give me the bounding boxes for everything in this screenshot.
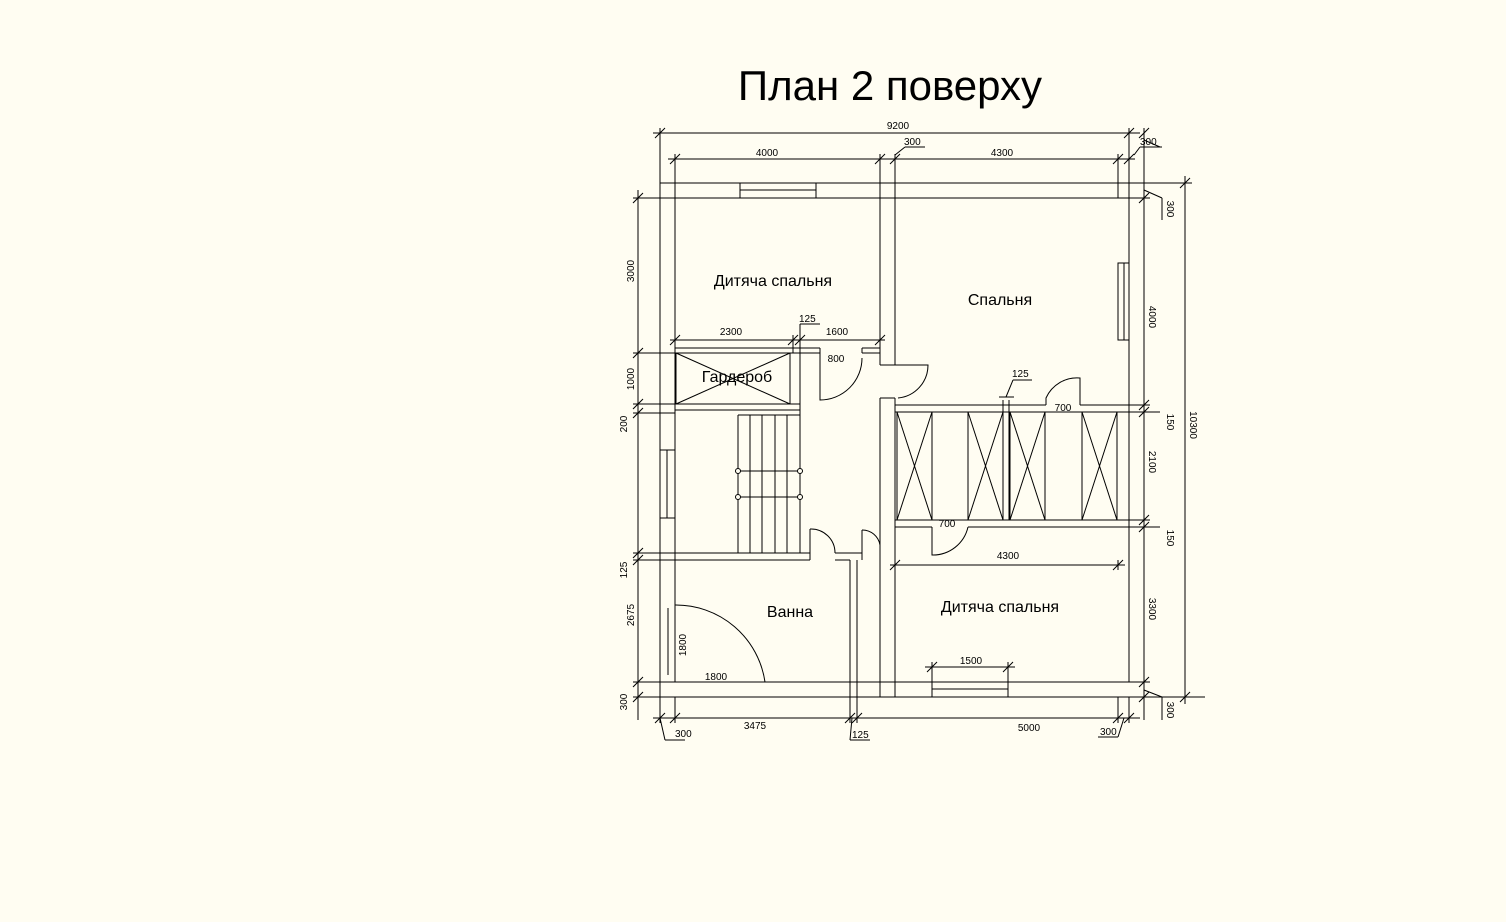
- interior-walls: [675, 198, 1129, 697]
- outer-walls: [659, 182, 1145, 698]
- dim-wardrobe-1600: 1600: [826, 327, 849, 338]
- dimension-lines: [632, 127, 1205, 741]
- dim-left-2675: 2675: [626, 603, 637, 626]
- dim-bath-1800-h: 1800: [705, 672, 728, 683]
- dimension-labels: 9200 300 4000 300 4300 2300 125 1600 800…: [619, 121, 1198, 741]
- dim-top-mid-wall: 300: [904, 137, 921, 148]
- dim-bottom-125: 125: [852, 730, 869, 741]
- room-label-kids-bedroom-top: Дитяча спальня: [714, 273, 832, 290]
- dim-top-left-room: 4000: [756, 148, 779, 159]
- dim-left-3000: 3000: [626, 259, 637, 282]
- dim-left-200: 200: [619, 415, 630, 432]
- dim-bottom-5000: 5000: [1018, 723, 1041, 734]
- room-label-kids-bedroom-bottom: Дитяча спальня: [941, 599, 1059, 616]
- dim-right-150-a: 150: [1164, 414, 1175, 431]
- dim-right-300-top: 300: [1164, 201, 1175, 218]
- dim-door-700-b: 700: [939, 519, 956, 530]
- dim-wall-125-mid: 125: [1012, 369, 1029, 380]
- doors: [674, 353, 1081, 683]
- dim-window-1500: 1500: [960, 656, 983, 667]
- dim-right-total: 10300: [1187, 411, 1198, 439]
- dim-left-1000: 1000: [626, 367, 637, 390]
- dim-right-3300: 3300: [1146, 598, 1157, 621]
- dim-bottom-room-4300: 4300: [997, 551, 1020, 562]
- plan-title: План 2 поверху: [737, 62, 1043, 109]
- dim-wardrobe-125: 125: [799, 314, 816, 325]
- dim-right-300-bottom: 300: [1164, 702, 1175, 719]
- room-label-wardrobe: Гардероб: [702, 369, 772, 386]
- room-label-bathroom: Ванна: [767, 604, 813, 621]
- dim-door-800: 800: [828, 354, 845, 365]
- dim-bottom-300-right: 300: [1100, 727, 1117, 738]
- dim-right-4000: 4000: [1146, 306, 1157, 329]
- dim-wardrobe-2300: 2300: [720, 327, 743, 338]
- dim-right-2100: 2100: [1146, 451, 1157, 474]
- dim-bath-1800-v: 1800: [678, 633, 689, 656]
- dim-left-300: 300: [619, 693, 630, 710]
- dim-door-700-a: 700: [1055, 403, 1072, 414]
- dim-top-right-wall: 300: [1140, 137, 1157, 148]
- dim-right-150-b: 150: [1164, 530, 1175, 547]
- staircase: [735, 414, 803, 554]
- dim-top-right-room: 4300: [991, 148, 1014, 159]
- dim-bottom-300-left: 300: [675, 729, 692, 740]
- room-label-bedroom: Спальня: [968, 292, 1032, 309]
- dim-bottom-3475: 3475: [744, 721, 767, 732]
- dim-left-125: 125: [619, 561, 630, 578]
- dim-top-total: 9200: [887, 121, 910, 132]
